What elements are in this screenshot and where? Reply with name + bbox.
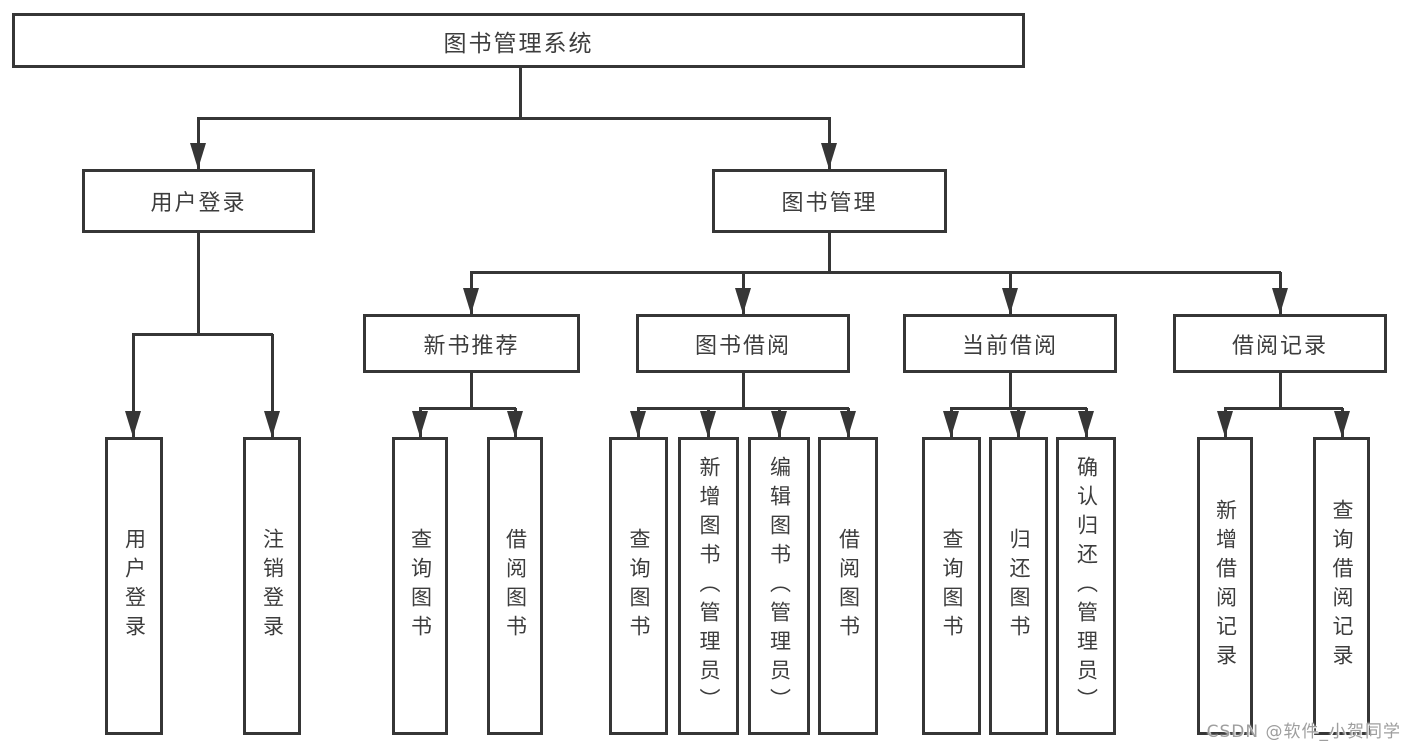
arrowhead-br-add bbox=[1217, 411, 1233, 437]
arrowhead-cb-return bbox=[1010, 411, 1026, 437]
connector-cb-stem bbox=[1009, 373, 1012, 408]
connector-drop-leaf-user-login bbox=[132, 334, 135, 437]
leaf-add-borrow-record: 新增借阅记录 bbox=[1197, 437, 1253, 735]
node-root-title: 图书管理系统 bbox=[12, 13, 1025, 68]
node-new-book-recommend: 新书推荐 bbox=[363, 314, 580, 373]
arrowhead-cb-confirm bbox=[1078, 411, 1094, 437]
arrowhead-bb-borrow bbox=[840, 411, 856, 437]
connector-root-stem bbox=[519, 68, 522, 118]
connector-br-stem bbox=[1279, 373, 1282, 408]
arrowhead-book-borrow bbox=[735, 288, 751, 314]
arrowhead-nbr-query bbox=[412, 411, 428, 437]
connector-user-login-split bbox=[132, 333, 273, 336]
leaf-add-books-admin: 新增图书（管理员） bbox=[678, 437, 739, 735]
arrowhead-leaf-user-login bbox=[125, 411, 141, 437]
arrowhead-bb-edit bbox=[771, 411, 787, 437]
leaf-confirm-return-admin: 确认归还（管理员） bbox=[1056, 437, 1116, 735]
leaf-query-books-1: 查询图书 bbox=[392, 437, 448, 735]
node-borrow-record: 借阅记录 bbox=[1173, 314, 1387, 373]
arrowhead-bb-query bbox=[630, 411, 646, 437]
arrowhead-bb-add bbox=[700, 411, 716, 437]
leaf-logout: 注销登录 bbox=[243, 437, 301, 735]
connector-nbr-stem bbox=[470, 373, 473, 408]
leaf-query-books-3: 查询图书 bbox=[922, 437, 981, 735]
arrowhead-user-login bbox=[190, 143, 206, 169]
connector-bb-stem bbox=[742, 373, 745, 408]
leaf-borrow-books-1: 借阅图书 bbox=[487, 437, 543, 735]
connector-book-mgmt-stem bbox=[828, 233, 831, 272]
connector-root-split bbox=[197, 117, 831, 120]
connector-book-mgmt-split bbox=[470, 271, 1281, 274]
arrowhead-current-borrow bbox=[1002, 288, 1018, 314]
node-current-borrow: 当前借阅 bbox=[903, 314, 1117, 373]
leaf-return-books: 归还图书 bbox=[989, 437, 1048, 735]
leaf-edit-books-admin: 编辑图书（管理员） bbox=[748, 437, 810, 735]
arrowhead-br-query bbox=[1334, 411, 1350, 437]
arrowhead-book-mgmt bbox=[821, 143, 837, 169]
node-user-login: 用户登录 bbox=[82, 169, 315, 233]
csdn-watermark: CSDN @软件_小贺同学 bbox=[1206, 722, 1401, 742]
connector-nbr-split bbox=[419, 407, 516, 410]
connector-br-split bbox=[1224, 407, 1343, 410]
arrowhead-leaf-logout bbox=[264, 411, 280, 437]
connector-bb-split bbox=[637, 407, 849, 410]
arrowhead-borrow-record bbox=[1272, 288, 1288, 314]
leaf-user-login: 用户登录 bbox=[105, 437, 163, 735]
node-book-management: 图书管理 bbox=[712, 169, 947, 233]
arrowhead-new-book bbox=[463, 288, 479, 314]
node-book-borrow: 图书借阅 bbox=[636, 314, 850, 373]
connector-user-login-stem bbox=[197, 233, 200, 334]
arrowhead-nbr-borrow bbox=[507, 411, 523, 437]
leaf-query-books-2: 查询图书 bbox=[609, 437, 668, 735]
connector-drop-leaf-logout bbox=[271, 334, 274, 437]
leaf-borrow-books-2: 借阅图书 bbox=[818, 437, 878, 735]
leaf-query-borrow-record: 查询借阅记录 bbox=[1313, 437, 1370, 735]
arrowhead-cb-query bbox=[943, 411, 959, 437]
